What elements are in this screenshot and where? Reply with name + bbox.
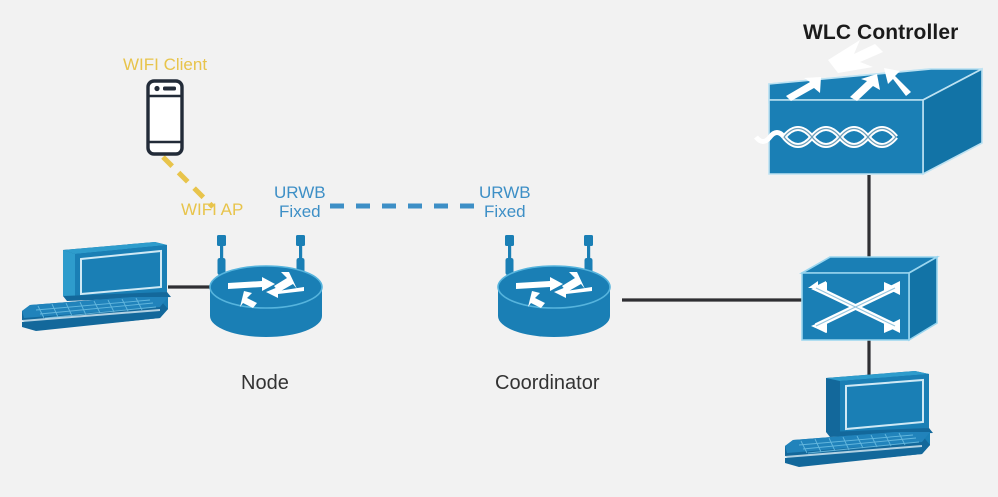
label-urwb-fixed-right-line2: Fixed: [484, 202, 526, 222]
page-title: WLC Controller: [803, 21, 959, 44]
label-urwb-fixed-right-line1: URWB: [479, 183, 531, 202]
laptop-left[interactable]: [22, 242, 171, 331]
router-coord[interactable]: [497, 235, 611, 337]
label-urwb-fixed-left-line1: URWB: [274, 183, 326, 202]
label-wifi-ap: WIFI AP: [181, 200, 244, 219]
antenna-left: [217, 235, 226, 275]
router-node[interactable]: [209, 235, 323, 337]
switch[interactable]: [798, 255, 941, 342]
link-phone-ap: [161, 155, 215, 209]
label-urwb-fixed-left-line2: Fixed: [279, 202, 321, 222]
label-coordinator: Coordinator: [495, 372, 600, 394]
label-node: Node: [241, 372, 289, 394]
wlc-controller[interactable]: [754, 40, 983, 176]
label-urwb-fixed-right: URWB Fixed: [479, 183, 531, 221]
label-wifi-client: WIFI Client: [123, 55, 208, 74]
label-urwb-fixed-left: URWB Fixed: [274, 183, 326, 221]
antenna-left: [505, 235, 514, 275]
laptop-right[interactable]: [785, 371, 933, 467]
phone-client[interactable]: [146, 79, 184, 156]
